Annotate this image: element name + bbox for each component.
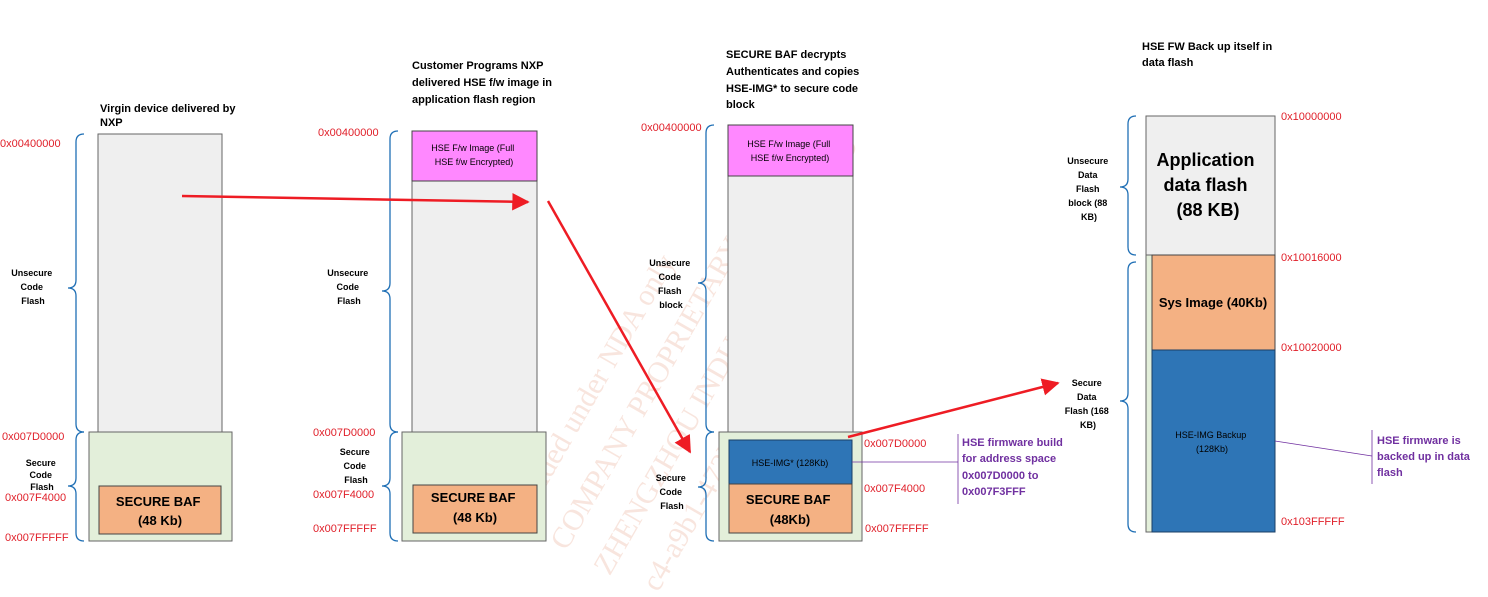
secure-code-flash-label: Secure Code Flash [26, 458, 59, 492]
secure-baf-label: SECURE BAF (48 Kb) [431, 490, 519, 525]
secure-brace [381, 431, 399, 542]
flow-arrows [181, 192, 1060, 454]
sys-image-block [1151, 254, 1276, 351]
unsecure-brace [67, 133, 85, 433]
unsecure-data-flash-label: Unsecure Data Flash block (88 KB) [1067, 156, 1111, 222]
hse-fw-image-label: HSE F/w Image (Full HSE f/w Encrypted) [431, 143, 517, 167]
stage-customer-programs: Customer Programs NXP delivered HSE f/w … [313, 60, 555, 542]
arrow-backup-to-data-flash [847, 378, 1060, 439]
stage-title: HSE FW Back up itself in data flash [1142, 41, 1275, 69]
secure-baf-label: SECURE BAF (48Kb) [746, 492, 834, 527]
unsecure-code-flash-label: Unsecure Code Flash [327, 268, 371, 306]
address-label: 0x007D0000 [864, 438, 926, 450]
secure-brace [1119, 261, 1137, 533]
hse-fw-image-label: HSE F/w Image (Full HSE f/w Encrypted) [747, 139, 833, 163]
address-label: 0x007FFFFF [313, 523, 377, 535]
unsecure-code-flash-block [97, 133, 223, 433]
secure-baf-label: SECURE BAF (48 Kb) [116, 494, 204, 528]
secure-baf-block [728, 483, 853, 534]
stage-title: Virgin device delivered by NXP [100, 103, 239, 129]
address-label: 0x10000000 [1281, 111, 1342, 123]
arrow-copy-to-secure [546, 200, 692, 454]
stage-title: SECURE BAF decrypts Authenticates and co… [726, 49, 862, 111]
stage-virgin-device: Virgin device delivered by NXP SECURE BA… [0, 103, 239, 544]
sys-image-label: Sys Image (40Kb) [1159, 295, 1267, 310]
callout-leader [1274, 440, 1373, 457]
secure-brace [697, 431, 715, 542]
secure-baf-block [412, 484, 538, 534]
hse-backup-callout: HSE firmware is backed up in data flash [1377, 435, 1473, 479]
unsecure-brace [697, 124, 715, 433]
hse-img-backup-label: HSE-IMG Backup (128Kb) [1175, 430, 1249, 454]
address-label: 0x007F4000 [5, 492, 66, 504]
address-label: 0x007D0000 [313, 427, 375, 439]
arrow-program-image [181, 192, 530, 211]
application-data-flash-block [1145, 115, 1276, 256]
hse-img-label: HSE-IMG* (128Kb) [752, 458, 829, 468]
hse-fw-image-block [411, 130, 538, 182]
hse-img-backup-block [1151, 349, 1276, 533]
address-label: 0x00400000 [0, 138, 61, 150]
application-data-flash-label: Application data flash (88 KB) [1156, 150, 1259, 220]
secure-code-flash-label: Secure Code Flash [656, 473, 689, 511]
address-label: 0x00400000 [641, 122, 702, 134]
address-label: 0x00400000 [318, 127, 379, 139]
unsecure-code-flash-label: Unsecure Code Flash [11, 268, 55, 306]
address-label: 0x10016000 [1281, 252, 1342, 264]
unsecure-brace [1119, 115, 1137, 256]
secure-data-flash-label: Secure Data Flash (168 KB) [1065, 378, 1112, 430]
stage-secure-baf-decrypts: SECURE BAF decrypts Authenticates and co… [641, 49, 1066, 542]
secure-baf-block [98, 485, 222, 535]
address-label: 0x007FFFFF [5, 532, 69, 544]
hse-build-callout: HSE firmware build for address space 0x0… [962, 437, 1066, 498]
unsecure-code-flash-label: Unsecure Code Flash block [649, 258, 693, 310]
unsecure-brace [381, 130, 399, 433]
secure-code-flash-label: Secure Code Flash [340, 447, 373, 485]
hse-fw-image-block [727, 124, 854, 177]
address-label: 0x10020000 [1281, 342, 1342, 354]
address-label: 0x007FFFFF [865, 523, 929, 535]
secure-brace [67, 431, 85, 542]
address-label: 0x103FFFFF [1281, 516, 1345, 528]
address-label: 0x007D0000 [2, 431, 64, 443]
stage-title: Customer Programs NXP delivered HSE f/w … [412, 60, 555, 106]
address-label: 0x007F4000 [864, 483, 925, 495]
address-label: 0x007F4000 [313, 489, 374, 501]
stage-hse-backup: HSE FW Back up itself in data flash Appl… [1065, 41, 1473, 533]
